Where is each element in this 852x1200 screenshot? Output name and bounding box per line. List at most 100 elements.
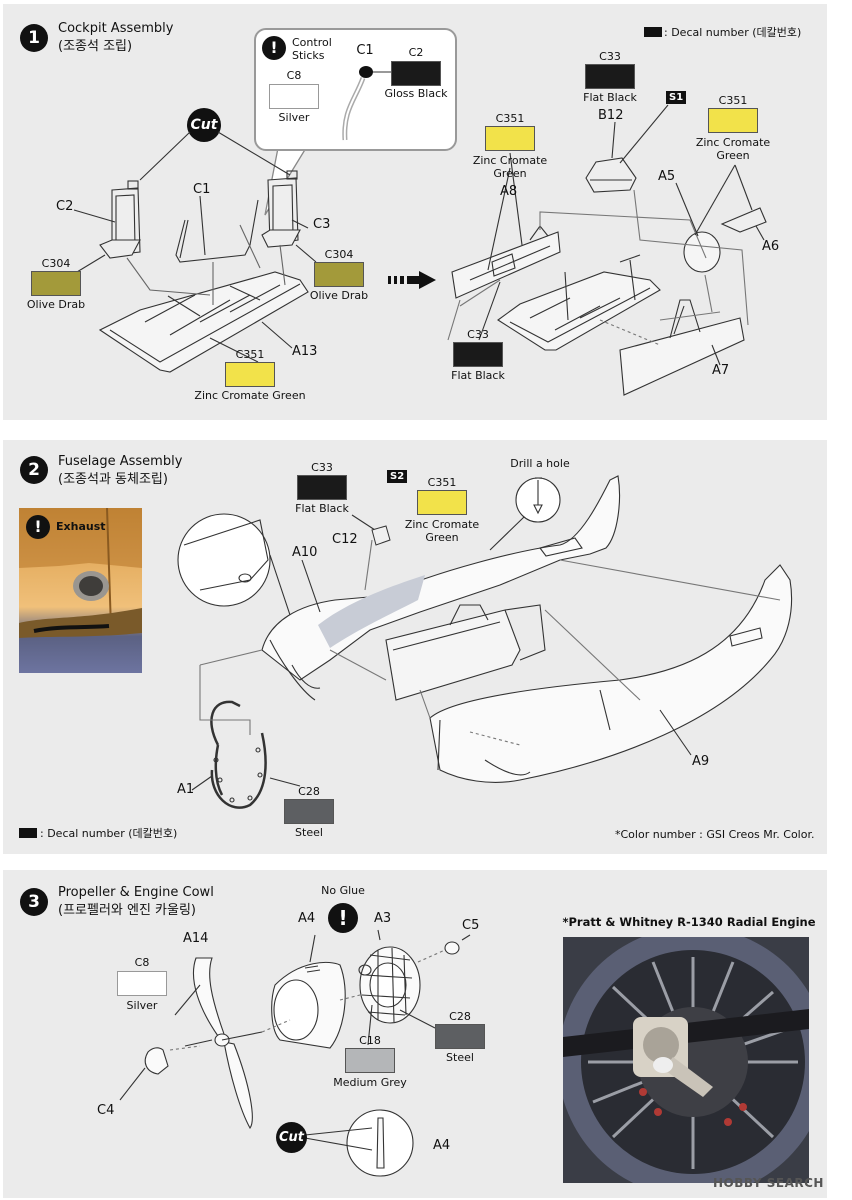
- part-label-a13: A13: [292, 344, 318, 359]
- legend-decal-text-bottom: : Decal number (데칼번호): [40, 827, 178, 840]
- part-label-a7: A7: [712, 363, 730, 378]
- color-code-c304-left: C304: [41, 257, 71, 270]
- part-label-a1: A1: [177, 782, 195, 797]
- no-glue-label: No Glue: [321, 884, 365, 897]
- color-swatch-flat-black-a8: [453, 342, 503, 367]
- step1-title-en: Cockpit Assembly: [58, 21, 174, 36]
- color-code-c33-a8: C33: [467, 328, 489, 341]
- color-name-zinc-floor: Zinc Cromate Green: [194, 389, 306, 402]
- exhaust-label: Exhaust: [56, 520, 106, 533]
- color-name-steel-step3: Steel: [446, 1051, 474, 1064]
- color-name-steel-step2: Steel: [295, 826, 323, 839]
- color-name-flat-black-a8: Flat Black: [451, 369, 505, 382]
- color-swatch-steel-step2: [284, 799, 334, 824]
- part-label-a6: A6: [762, 239, 780, 254]
- color-name-medium-grey: Medium Grey: [333, 1076, 407, 1089]
- part-label-a4: A4: [298, 911, 316, 926]
- assembly-arrow-icon: [388, 271, 436, 289]
- step3-title-ko: (프로펠러와 엔진 카울링): [58, 902, 197, 918]
- engine-photo: [563, 937, 809, 1183]
- color-code-c351-a6: C351: [718, 94, 748, 107]
- decal-tag-s1: S1: [666, 91, 687, 104]
- exhaust-warning-icon: !: [26, 515, 50, 539]
- color-swatch-olive-drab-left: [31, 271, 81, 296]
- color-name-olive-drab-left: Olive Drab: [26, 298, 86, 311]
- color-number-note: *Color number : GSI Creos Mr. Color.: [615, 828, 815, 841]
- color-code-c28-step2: C28: [298, 785, 320, 798]
- color-swatch-medium-grey: [345, 1048, 395, 1073]
- warning-icon: !: [262, 36, 286, 60]
- color-swatch-olive-drab-right: [314, 262, 364, 287]
- exhaust-photo: [19, 508, 142, 673]
- step2-title-ko: (조종석과 동체조립): [58, 471, 168, 487]
- color-swatch-zinc-a6: [708, 108, 758, 133]
- part-label-b12: B12: [598, 108, 624, 123]
- engine-caption: *Pratt & Whitney R-1340 Radial Engine: [562, 915, 816, 929]
- step2-number: 2: [20, 456, 48, 484]
- step3-title-en: Propeller & Engine Cowl: [58, 885, 214, 900]
- color-swatch-steel-step3: [435, 1024, 485, 1049]
- part-label-c3: C3: [313, 217, 331, 232]
- part-label-a10: A10: [292, 545, 318, 560]
- step1-left-drawing: [71, 131, 317, 373]
- color-swatch-flat-black-step2: [297, 475, 347, 500]
- step1-title: Cockpit Assembly (조종석 조립): [58, 20, 173, 55]
- decal-tag-s2: S2: [387, 470, 408, 483]
- color-code-c351-floor: C351: [235, 348, 265, 361]
- color-code-c2: C2: [408, 46, 424, 59]
- part-label-c1: C1: [193, 182, 211, 197]
- color-swatch-silver-step3: [117, 971, 167, 996]
- step2-title: Fuselage Assembly (조종석과 동체조립): [58, 453, 182, 488]
- no-glue-warning-icon: !: [328, 903, 358, 933]
- color-name-zinc-step2: Zinc Cromate Green: [404, 518, 480, 545]
- color-code-c351-a8: C351: [495, 112, 525, 125]
- part-label-a4-detail: A4: [433, 1138, 451, 1153]
- legend-decal-swatch-top: [644, 27, 662, 37]
- color-code-c33-step2: C33: [311, 461, 333, 474]
- step1-title-ko: (조종석 조립): [58, 38, 133, 54]
- color-code-c33-b12: C33: [599, 50, 621, 63]
- part-label-a14: A14: [183, 931, 209, 946]
- part-label-c2: C2: [56, 199, 74, 214]
- color-name-flat-black-step2: Flat Black: [295, 502, 349, 515]
- control-sticks-note: Control Sticks: [292, 36, 332, 63]
- color-swatch-flat-black-b12: [585, 64, 635, 89]
- control-stick-drawing: [342, 66, 391, 141]
- part-label-a3: A3: [374, 911, 392, 926]
- part-label-c5: C5: [462, 918, 480, 933]
- color-swatch-zinc-a8: [485, 126, 535, 151]
- part-label-a5: A5: [658, 169, 676, 184]
- step2-title-en: Fuselage Assembly: [58, 454, 183, 469]
- color-name-zinc-a8: Zinc Cromate Green: [472, 154, 548, 181]
- color-name-silver-step3: Silver: [126, 999, 158, 1012]
- color-code-c351-step2: C351: [427, 476, 457, 489]
- color-name-zinc-a6: Zinc Cromate Green: [695, 136, 771, 163]
- cut-badge-step3: Cut: [276, 1122, 307, 1153]
- part-label-a8: A8: [500, 184, 518, 199]
- legend-decal-swatch-bottom: [19, 828, 37, 838]
- color-code-c18-step3: C18: [359, 1034, 381, 1047]
- color-swatch-silver-callout: [269, 84, 319, 109]
- drill-hole-label: Drill a hole: [510, 457, 570, 470]
- legend-decal-text-top: : Decal number (데칼번호): [664, 26, 802, 39]
- step3-title: Propeller & Engine Cowl (프로펠러와 엔진 카울링): [58, 884, 214, 919]
- color-code-c28-step3: C28: [449, 1010, 471, 1023]
- color-name-gloss-black: Gloss Black: [384, 87, 448, 100]
- part-label-c1-callout: C1: [356, 43, 374, 58]
- color-name-silver-callout: Silver: [278, 111, 310, 124]
- color-swatch-zinc-step2: [417, 490, 467, 515]
- color-code-c304-right: C304: [324, 248, 354, 261]
- part-label-a9: A9: [692, 754, 710, 769]
- step1-number: 1: [20, 24, 48, 52]
- cut-badge-step1: Cut: [187, 108, 221, 142]
- color-swatch-gloss-black: [391, 61, 441, 86]
- color-name-flat-black-b12: Flat Black: [583, 91, 637, 104]
- watermark: HOBBY SEARCH: [713, 1176, 824, 1190]
- part-label-c4: C4: [97, 1103, 115, 1118]
- part-label-c12: C12: [332, 532, 358, 547]
- color-swatch-zinc-floor: [225, 362, 275, 387]
- color-code-c8-callout: C8: [286, 69, 302, 82]
- color-code-c8-step3: C8: [134, 956, 150, 969]
- step2-drawing: [177, 475, 793, 809]
